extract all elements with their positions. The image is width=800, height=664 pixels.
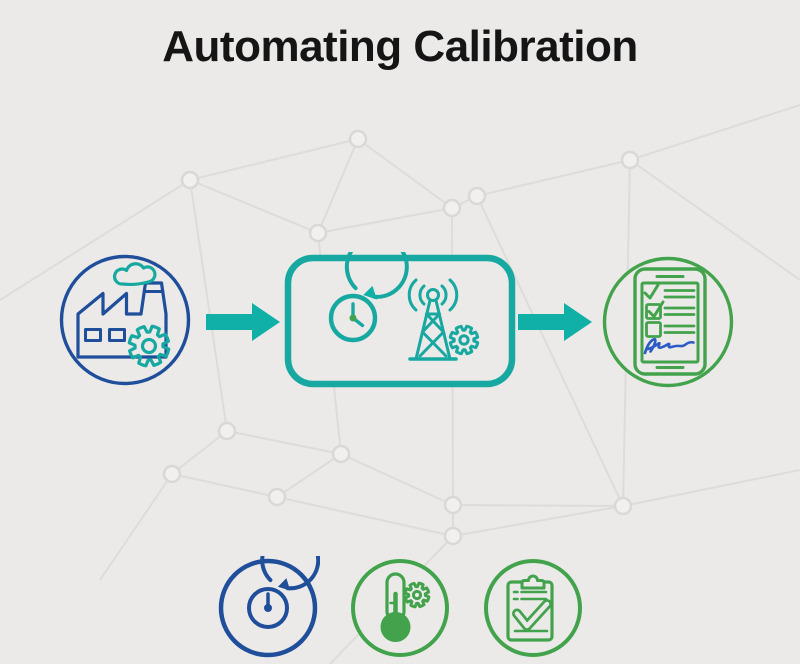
stopwatch-refresh-icon: [218, 556, 320, 658]
signature-icon: [643, 337, 695, 355]
mesh-nodes: [162, 129, 640, 546]
smoke-cloud-icon: [113, 262, 157, 287]
signal-waves-icon: [407, 278, 459, 312]
radio-tower-gear-icon: [407, 278, 480, 361]
thermometer: [380, 572, 411, 642]
factory-icon: [59, 254, 191, 386]
factory-building: [76, 281, 168, 359]
arrow-right-icon: [206, 303, 280, 341]
clipboard-clip: [520, 574, 546, 590]
gear-icon: [127, 324, 171, 368]
page-title: Automating Calibration: [162, 22, 638, 71]
clock-refresh-icon: [328, 252, 409, 343]
thermometer-gear-icon: [351, 559, 449, 657]
check-mark-icon: [512, 599, 552, 631]
gear-icon: [448, 324, 480, 356]
calibration-process-box: [284, 252, 516, 388]
clipboard-check-icon: [484, 559, 582, 657]
checklist-rows: [643, 283, 696, 338]
tablet-checklist-icon: [602, 256, 734, 388]
arrow-right-icon: [518, 303, 592, 341]
